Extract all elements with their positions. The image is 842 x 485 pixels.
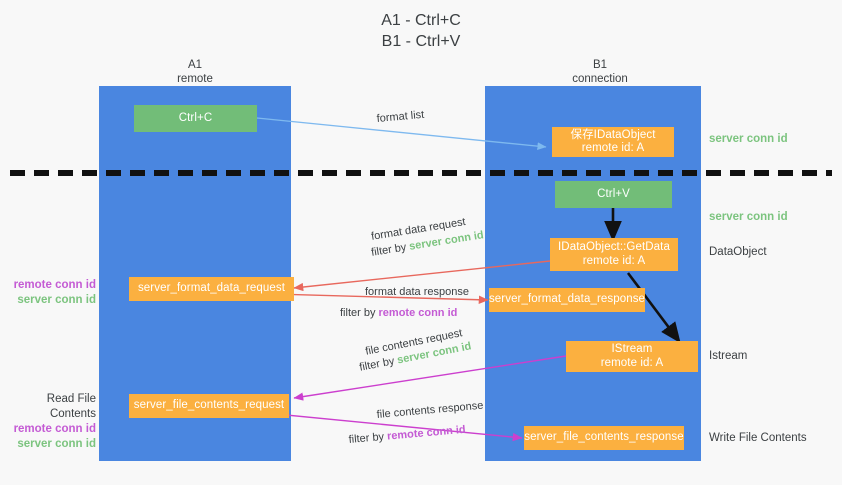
node-ctrl-c[interactable]: Ctrl+C [134, 105, 257, 132]
right-label-istream: Istream [709, 350, 748, 362]
page-title: A1 - Ctrl+C B1 - Ctrl+V [381, 12, 461, 50]
column-header-a1: A1 remote [177, 59, 213, 85]
filter-prefix: filter by [370, 240, 411, 259]
filter-prefix: filter by [340, 307, 379, 319]
node-server-format-data-request[interactable]: server_format_data_request [129, 277, 294, 301]
left-label-conn-ids-mid: remote conn id server conn id [10, 278, 96, 308]
column-header-b1: B1 connection [572, 59, 628, 85]
left-label-read-file-contents: Read File Contents [46, 393, 96, 420]
node-server-format-data-response[interactable]: server_format_data_response [489, 288, 645, 312]
node-save-idataobject[interactable]: 保存IDataObject remote id: A [552, 127, 674, 157]
filter-prefix: filter by [358, 354, 399, 374]
filter-key-remote-conn-id: remote conn id [378, 307, 458, 319]
right-label-server-conn-id-mid: server conn id [709, 211, 788, 223]
left-label-read-file-contents-group: Read File Contents remote conn id server… [4, 392, 96, 452]
right-label-dataobject: DataObject [709, 246, 767, 258]
node-istream[interactable]: IStream remote id: A [566, 341, 698, 372]
left-label-server-conn-id: server conn id [17, 294, 96, 306]
caption-format-data-response: format data response [365, 286, 469, 298]
left-label-server-conn-id: server conn id [17, 438, 96, 450]
caption-format-data-response-filter: filter by remote conn id [340, 305, 457, 321]
node-ctrl-v[interactable]: Ctrl+V [555, 181, 672, 208]
left-label-remote-conn-id: remote conn id [13, 279, 96, 291]
caption-format-list: format list [376, 108, 425, 125]
filter-prefix: filter by [348, 430, 388, 446]
node-server-file-contents-request[interactable]: server_file_contents_request [129, 394, 289, 418]
right-label-write-file-contents: Write File Contents [709, 432, 807, 444]
node-server-file-contents-response[interactable]: server_file_contents_response [524, 426, 684, 450]
left-label-remote-conn-id: remote conn id [13, 423, 96, 435]
caption-file-contents-response-filter: filter by remote conn id [348, 422, 466, 448]
filter-key-remote-conn-id: remote conn id [386, 423, 467, 443]
right-label-server-conn-id-top: server conn id [709, 133, 788, 145]
caption-file-contents-response: file contents response [376, 399, 484, 421]
node-idataobject-getdata[interactable]: IDataObject::GetData remote id: A [550, 238, 678, 271]
